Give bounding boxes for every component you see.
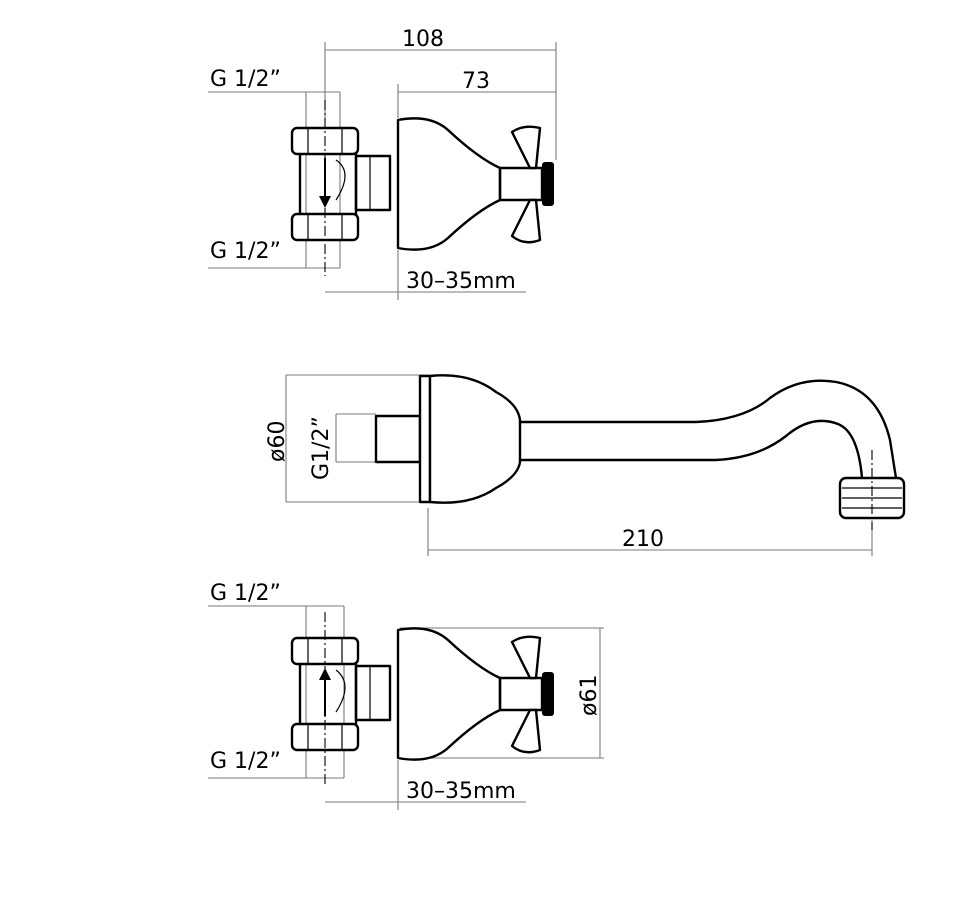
top-valve-body [396, 117, 502, 251]
bottom-valve-connector [354, 664, 392, 722]
spout-pipe-bottom [518, 419, 864, 480]
top-valve-thread-bottom: G 1/2” [210, 239, 281, 264]
bottom-valve-dim-diameter: ø61 [577, 675, 602, 716]
spout-dim-length: 210 [622, 527, 664, 552]
bottom-valve-body [396, 627, 502, 761]
bottom-valve-dim-wall: 30–35mm [406, 779, 516, 804]
bottom-valve-handle-upper [510, 635, 542, 680]
bottom-valve-handle-lower [510, 708, 542, 754]
top-valve-flow-arrow-icon [319, 158, 346, 208]
bottom-valve-cap [542, 672, 554, 716]
bottom-valve-thread-bottom: G 1/2” [210, 749, 281, 774]
spout-flange [418, 374, 432, 504]
bottom-valve-thread-top: G 1/2” [210, 581, 281, 606]
bottom-valve: G 1/2” G 1/2” 30–35mm ø61 [208, 581, 604, 810]
spout-dim-thread: G1/2” [309, 416, 334, 480]
top-valve-dim-overall: 108 [402, 27, 444, 52]
top-valve-cap [542, 162, 554, 206]
bottom-valve-spindle [498, 676, 544, 712]
top-valve: 108 73 G 1/2” G 1/2” 30–35mm [208, 27, 557, 300]
spout-body [428, 374, 522, 504]
bottom-valve-flow-arrow-icon [319, 668, 346, 716]
spout-pipe-top [518, 379, 898, 480]
top-valve-thread-top: G 1/2” [210, 67, 281, 92]
spout-dimensions [285, 374, 873, 556]
top-valve-handle-lower [510, 198, 542, 244]
spout-thread-stub [374, 414, 422, 464]
top-valve-handle-upper [510, 125, 542, 170]
top-valve-dim-body: 73 [462, 69, 490, 94]
spout: ø60 G1/2” 210 [265, 374, 906, 556]
top-valve-dim-wall: 30–35mm [406, 269, 516, 294]
top-valve-connector [354, 154, 392, 212]
spout-dim-diameter: ø60 [265, 421, 290, 462]
top-valve-spindle [498, 166, 544, 202]
top-valve-dimensions [208, 42, 557, 300]
